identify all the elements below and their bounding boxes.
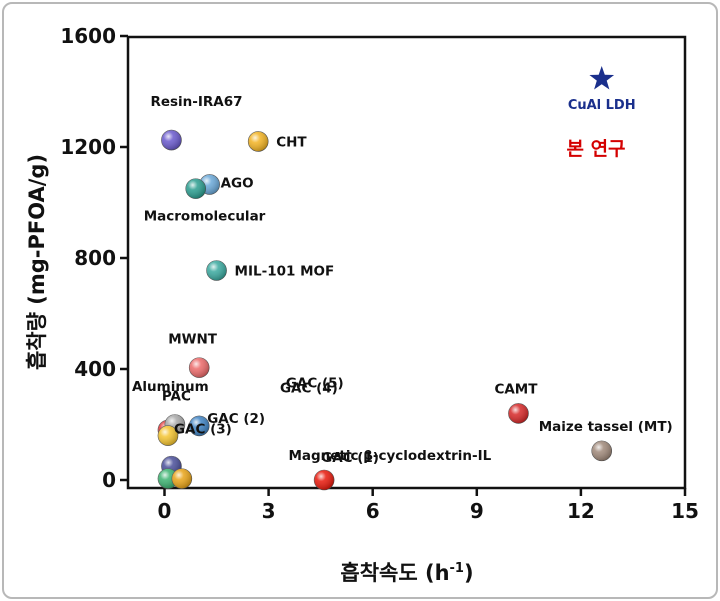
this-study-annotation: 본 연구 bbox=[566, 138, 625, 160]
point-gac-3 bbox=[157, 425, 179, 446]
point-maize-tassel-mt bbox=[591, 440, 613, 462]
x-tick-label: 0 bbox=[158, 499, 172, 523]
point-gac-1 bbox=[313, 469, 335, 491]
point-label: Magnetic β-cyclodextrin-IL bbox=[288, 448, 491, 464]
point-label: PAC bbox=[162, 389, 191, 405]
plot-area bbox=[126, 35, 687, 490]
point-camt bbox=[508, 403, 529, 424]
x-tick-label: 9 bbox=[470, 499, 484, 523]
point-label: MWNT bbox=[168, 332, 218, 348]
point-label: GAC (1) bbox=[321, 450, 379, 466]
point-label: MIL-101 MOF bbox=[235, 263, 335, 279]
point-label: GAC (2) bbox=[207, 411, 265, 427]
y-tick-label: 0 bbox=[102, 468, 116, 492]
point-label: CAMT bbox=[494, 381, 538, 397]
point-resin-ira67 bbox=[161, 129, 182, 151]
point-label: AGO bbox=[221, 175, 254, 191]
point-mwnt bbox=[188, 357, 210, 378]
y-axis: 0 400 800 1200 1600 bbox=[60, 24, 128, 492]
x-tick-label: 6 bbox=[366, 499, 380, 523]
point-label: CHT bbox=[276, 134, 307, 150]
point-gac-2 bbox=[188, 415, 210, 437]
data-points bbox=[157, 66, 615, 491]
y-tick-label: 1200 bbox=[60, 135, 116, 159]
y-tick-label: 400 bbox=[74, 357, 116, 381]
point-macromolecular bbox=[185, 178, 207, 199]
x-tick-label: 15 bbox=[671, 499, 699, 523]
point-label: Maize tassel (MT) bbox=[539, 419, 673, 435]
y-axis-label: 흡착량 (mg-PFOA/g) bbox=[25, 154, 49, 370]
point-cual-ldh bbox=[589, 66, 615, 90]
point-label: GAC (5) bbox=[286, 376, 344, 392]
point-label: GAC (3) bbox=[174, 422, 232, 438]
y-tick-label: 1600 bbox=[60, 24, 116, 48]
point-label: Resin-IRA67 bbox=[150, 94, 242, 110]
x-axis-label: 흡착속도 (h-1) bbox=[340, 561, 473, 585]
x-tick-label: 12 bbox=[567, 499, 595, 523]
point-mil-101-mof bbox=[206, 260, 227, 281]
x-axis: 0 3 6 9 12 15 bbox=[158, 488, 699, 523]
point-label: Aluminum bbox=[132, 379, 209, 395]
y-tick-label: 800 bbox=[74, 246, 116, 270]
point-label: Macromolecular bbox=[144, 209, 266, 225]
point-label: GAC (4) bbox=[280, 381, 338, 397]
point-cht bbox=[247, 131, 269, 152]
point-gac-5 bbox=[171, 468, 193, 489]
point-label: CuAl LDH bbox=[568, 98, 636, 113]
x-tick-label: 3 bbox=[262, 499, 276, 523]
